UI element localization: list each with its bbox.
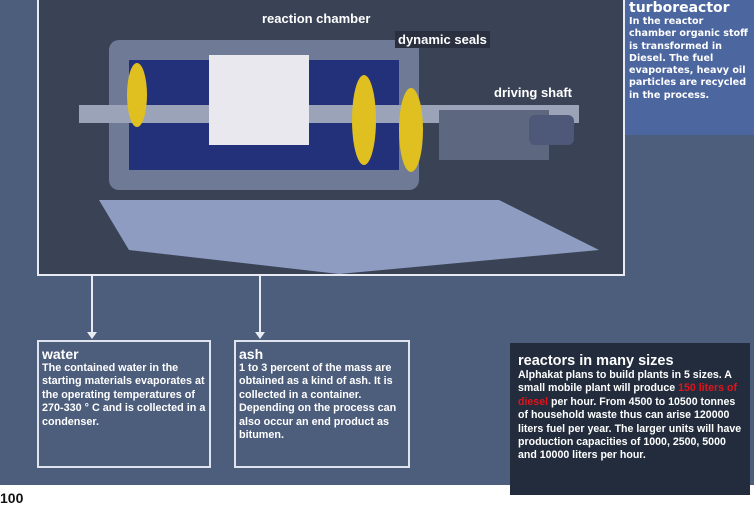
label-reaction-chamber: reaction chamber: [262, 11, 371, 26]
label-dynamic-seals: dynamic seals: [395, 31, 490, 48]
sizes-title: reactors in many sizes: [518, 353, 674, 369]
water-text: The contained water in the starting mate…: [42, 362, 206, 428]
sizes-text: Alphakat plans to build plants in 5 size…: [518, 369, 742, 463]
machine-illustration-frame: [37, 0, 625, 276]
ash-title: ash: [239, 346, 264, 362]
seal-left: [127, 63, 147, 127]
sizes-text-1: Alphakat plans to build plants in 5 size…: [518, 369, 732, 395]
arrow-ash: [259, 276, 261, 334]
reactor-sizes-panel: reactors in many sizes Alphakat plans to…: [510, 343, 750, 495]
page-number: 100: [0, 490, 24, 506]
ash-text: 1 to 3 percent of the mass are obtained …: [239, 362, 397, 442]
sizes-highlight: 150 liters of diesel: [518, 382, 738, 408]
water-title: water: [42, 346, 79, 362]
sizes-text-2: per hour. From 4500 to 10500 tonnes of h…: [518, 395, 742, 462]
water-panel: water The contained water in the startin…: [37, 340, 211, 468]
reaction-chamber-part: [209, 55, 309, 145]
coupling: [529, 115, 574, 145]
base-frame: [99, 200, 599, 274]
seal-mid: [352, 75, 376, 165]
turboreactor-machine-illustration: [79, 40, 599, 274]
ash-panel: ash 1 to 3 percent of the mass are obtai…: [234, 340, 410, 468]
turboreactor-panel: turboreactor In the reactor chamber orga…: [625, 0, 754, 135]
label-driving-shaft: driving shaft: [494, 85, 573, 100]
seal-right: [399, 88, 423, 172]
arrow-water: [91, 276, 93, 334]
arrow-head-ash: [255, 332, 265, 339]
turboreactor-title: turboreactor: [629, 0, 730, 16]
turboreactor-text: In the reactor chamber organic stoff is …: [629, 16, 748, 101]
arrow-head-water: [87, 332, 97, 339]
